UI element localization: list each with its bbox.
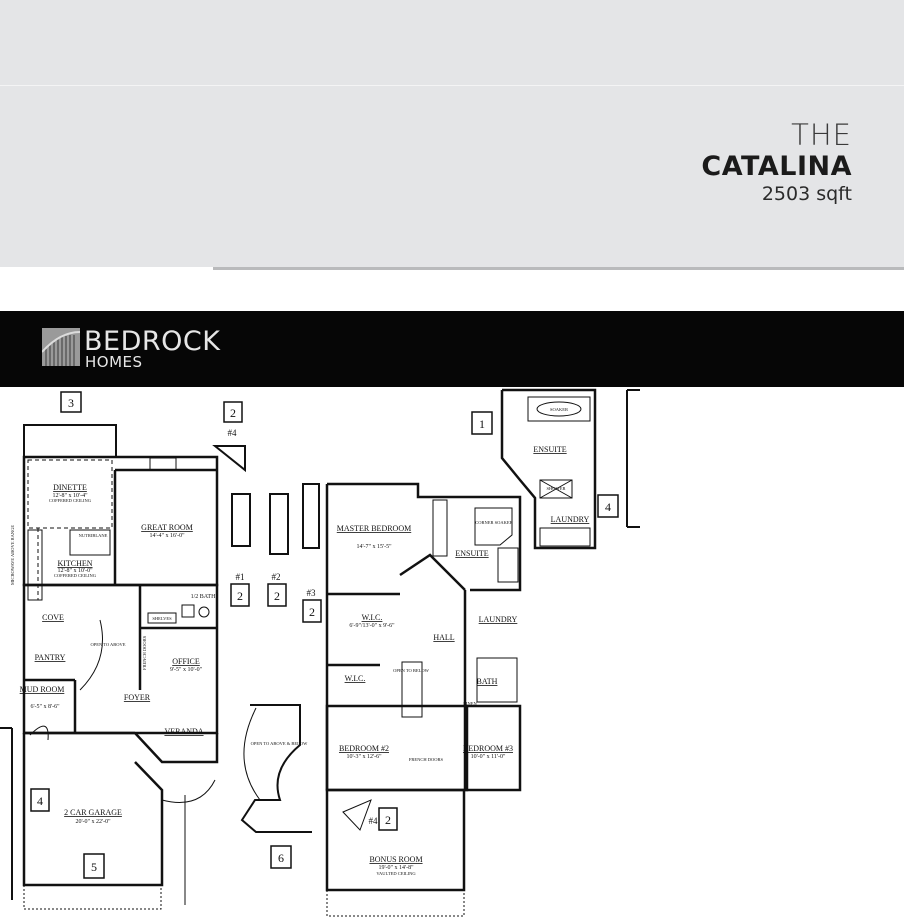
pantry-label: PANTRY bbox=[35, 653, 66, 662]
hall-label: HALL bbox=[433, 633, 454, 642]
ensuite-label: ENSUITE bbox=[455, 549, 488, 558]
dinette-note: COFFERED CEILING bbox=[49, 498, 92, 503]
main-floor-walls bbox=[22, 424, 219, 887]
upper-french-doors-label: FRENCH DOORS bbox=[409, 757, 444, 762]
brand-name: BEDROCK bbox=[84, 326, 221, 357]
option-2-tag-d: 2 bbox=[309, 605, 315, 619]
hash-1-tag: #1 bbox=[236, 572, 245, 582]
master-bedroom-label: MASTER BEDROOM bbox=[337, 524, 411, 533]
option-2-tag-a: 2 bbox=[230, 406, 236, 420]
cove-label: COVE bbox=[42, 613, 64, 622]
open-below-label: OPEN TO BELOW bbox=[393, 668, 430, 673]
option-5-tag: 5 bbox=[91, 860, 97, 874]
option-1-laundry-label: LAUNDRY bbox=[551, 515, 590, 524]
bonus-room-label: BONUS ROOM bbox=[369, 855, 422, 864]
option-4-tag-b: 4 bbox=[37, 794, 43, 808]
bath-label: BATH bbox=[477, 677, 498, 686]
option-1-details bbox=[527, 396, 591, 547]
open-above-label: OPEN TO ABOVE bbox=[90, 642, 125, 647]
option-6-tag: 6 bbox=[278, 851, 284, 865]
option-1-tag: 1 bbox=[479, 417, 485, 431]
model-name: CATALINA bbox=[701, 151, 852, 182]
main-floor-details bbox=[23, 457, 216, 910]
great-room-label: GREAT ROOM bbox=[141, 523, 193, 532]
rule-left bbox=[0, 267, 213, 270]
bonus-room-note: VAULTED CEILING bbox=[376, 871, 416, 876]
floor-plan: DINETTE 12'-8" x 10'-4" COFFERED CEILING… bbox=[0, 388, 640, 917]
rule-right bbox=[213, 267, 904, 270]
master-bedroom-dims: 14'-7" x 15'-5" bbox=[356, 544, 392, 550]
shelves-label: SHELVES bbox=[152, 616, 172, 621]
title-prefix: THE bbox=[791, 118, 852, 152]
bedroom-2-label: BEDROOM #2 bbox=[339, 744, 389, 753]
office-dims: 9'-5" x 10'-0" bbox=[170, 667, 203, 673]
french-doors-label: FRENCH DOORS bbox=[142, 635, 147, 670]
hash-2-tag: #2 bbox=[272, 572, 281, 582]
hash-3-tag: #3 bbox=[307, 588, 317, 598]
option-2-tag-c: 2 bbox=[274, 589, 280, 603]
option-1-walls bbox=[500, 388, 597, 550]
upper-floor-walls bbox=[325, 482, 522, 892]
hash-4-tag-b: #4 bbox=[369, 816, 379, 826]
square-footage: 2503 sqft bbox=[761, 183, 852, 205]
laundry-label: LAUNDRY bbox=[479, 615, 518, 624]
bedrock-logo-icon bbox=[42, 328, 80, 366]
kitchen-label: KITCHEN bbox=[57, 559, 92, 568]
bedroom-3-label: BEDROOM #3 bbox=[463, 744, 513, 753]
upper-floor-details bbox=[326, 499, 519, 917]
great-room-dims: 14'-4" x 16'-0" bbox=[149, 533, 185, 539]
microwave-label: MICROWAVE ABOVE RANGE bbox=[10, 525, 15, 585]
stair-open-label: OPEN TO ABOVE & BELOW bbox=[251, 741, 309, 746]
office-label: OFFICE bbox=[172, 657, 200, 666]
kitchen-note: COFFERED CEILING bbox=[54, 573, 97, 578]
dinette-dims: 12'-8" x 10'-4" bbox=[52, 493, 88, 499]
brand-subtitle: HOMES bbox=[85, 353, 143, 371]
top-band bbox=[0, 0, 904, 85]
hash-4-tag-a: #4 bbox=[228, 428, 238, 438]
mud-room-label: MUD ROOM bbox=[20, 685, 65, 694]
bedroom-2-dims: 10'-3" x 12'-6" bbox=[346, 754, 382, 760]
dinette-label: DINETTE bbox=[53, 483, 87, 492]
bonus-room-dims: 19'-0" x 14'-8" bbox=[378, 865, 414, 871]
wic-label-a: W.I.C. bbox=[362, 613, 383, 622]
wic-dims: 6'-9"/13'-0" x 9'-6" bbox=[349, 623, 395, 629]
wic-label-b: W.I.C. bbox=[345, 674, 366, 683]
corner-soaker-label: CORNER SOAKER bbox=[475, 520, 512, 525]
option-1-shower-label: SHOWER bbox=[547, 486, 566, 491]
linen-label: LINEN bbox=[463, 701, 477, 706]
option-4-tag-a: 4 bbox=[605, 500, 611, 514]
option-boxes bbox=[30, 391, 619, 879]
option-1-ensuite-label: ENSUITE bbox=[533, 445, 566, 454]
kitchen-dims: 12'-8" x 10'-0" bbox=[57, 568, 93, 574]
option-sketches bbox=[0, 389, 640, 900]
band-divider bbox=[0, 85, 904, 86]
option-1-soaker-label: SOAKER bbox=[550, 407, 568, 412]
veranda-label: VERANDA bbox=[164, 727, 203, 736]
mud-room-dims: 6'-5" x 8'-6" bbox=[30, 704, 60, 710]
title-band bbox=[0, 86, 904, 267]
option-2-tag-e: 2 bbox=[385, 813, 391, 827]
option-2-tag-b: 2 bbox=[237, 589, 243, 603]
bedroom-3-dims: 10'-0" x 11'-0" bbox=[471, 754, 506, 760]
foyer-label: FOYER bbox=[124, 693, 151, 702]
option-3-tag: 3 bbox=[68, 396, 74, 410]
garage-dims: 20'-0" x 22'-0" bbox=[75, 819, 111, 825]
nutrition-label: NUTRIBLANE bbox=[79, 533, 108, 538]
brand-bar bbox=[0, 311, 904, 387]
half-bath-label: 1/2 BATH bbox=[191, 594, 217, 600]
garage-label: 2 CAR GARAGE bbox=[64, 808, 122, 817]
